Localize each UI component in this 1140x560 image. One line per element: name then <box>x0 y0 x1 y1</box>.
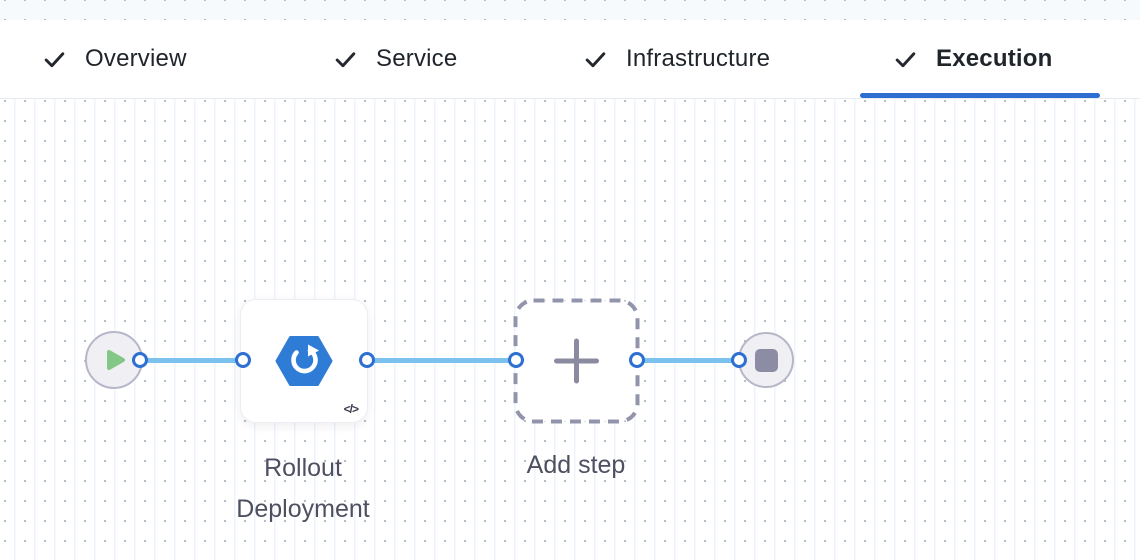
plus-icon <box>554 338 599 384</box>
tab-label: Infrastructure <box>626 45 771 72</box>
active-tab-underline <box>860 93 1100 98</box>
tab-service[interactable]: Service <box>333 20 457 98</box>
canvas-top-strip <box>0 0 1140 20</box>
connector-port <box>731 352 747 368</box>
tab-label: Service <box>376 45 458 72</box>
tab-overview[interactable]: Overview <box>42 20 187 98</box>
step-label: Rollout Deployment <box>236 454 370 523</box>
stage-config-tabs: Overview Service Infrastructure Executio… <box>0 20 1140 99</box>
check-icon <box>893 47 918 72</box>
tab-label: Execution <box>936 45 1053 72</box>
connector-port <box>132 352 148 368</box>
play-icon <box>105 348 127 372</box>
tab-infrastructure[interactable]: Infrastructure <box>583 20 770 98</box>
code-icon: </> <box>343 402 359 416</box>
connector-line <box>367 358 517 363</box>
add-step-label: Add step <box>526 451 626 479</box>
connector-port <box>235 352 251 368</box>
check-icon <box>42 47 67 72</box>
check-icon <box>333 47 358 72</box>
connector-port <box>629 352 645 368</box>
pipeline-canvas[interactable]: </> Rollout Deployment Add step <box>0 99 1140 560</box>
rollout-deployment-icon <box>275 335 333 387</box>
connector-port <box>359 352 375 368</box>
stop-icon <box>754 348 778 372</box>
step-node-rollout-deployment[interactable]: </> <box>240 299 368 423</box>
connector-line <box>140 358 246 363</box>
connector-line <box>637 358 740 363</box>
check-icon <box>583 47 608 72</box>
tab-execution[interactable]: Execution <box>893 20 1053 98</box>
connector-port <box>508 352 524 368</box>
add-step-node[interactable] <box>513 298 640 424</box>
tab-label: Overview <box>85 45 187 72</box>
